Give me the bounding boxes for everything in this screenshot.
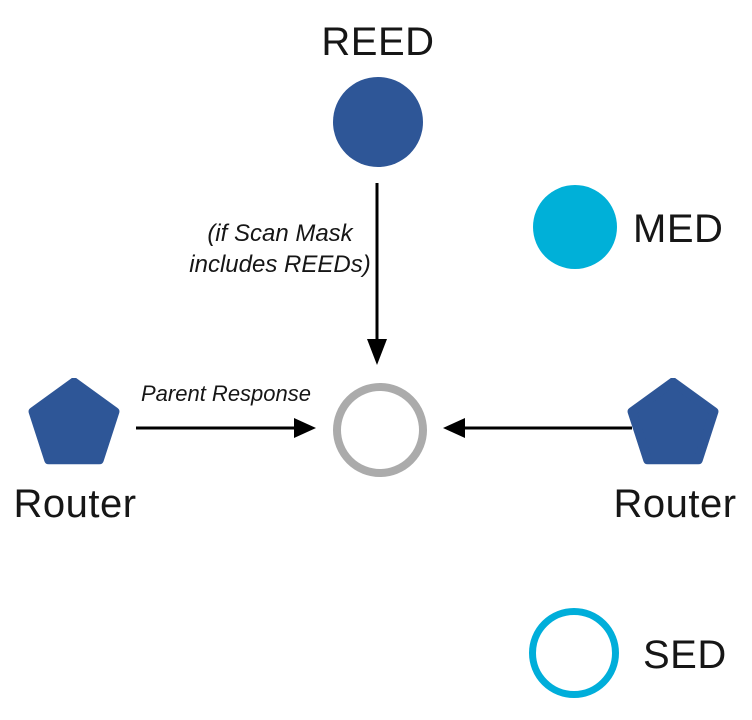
reed-node-shape	[333, 77, 423, 167]
arrow-reed-to-parent	[367, 183, 387, 365]
arrow-router-left-to-parent	[136, 418, 316, 438]
parent-node-shape	[333, 383, 427, 477]
router-right-node-label: Router	[613, 482, 737, 526]
scan-mask-annotation: (if Scan Mask includes REEDs)	[180, 218, 380, 280]
med-node-shape	[533, 185, 617, 269]
scan-mask-annotation-line1: (if Scan Mask	[207, 220, 353, 247]
router-left-node-label: Router	[13, 482, 137, 526]
parent-response-annotation: Parent Response	[141, 381, 311, 406]
router-left-node-shape	[28, 378, 120, 465]
scan-mask-annotation-line2: includes REEDs)	[189, 251, 371, 278]
arrow-router-right-to-parent	[443, 418, 632, 438]
med-node-label: MED	[633, 207, 724, 251]
sed-node-shape	[529, 608, 619, 698]
reed-node-label: REED	[321, 20, 435, 64]
router-right-node-shape	[627, 378, 719, 465]
sed-node-label: SED	[643, 633, 727, 677]
